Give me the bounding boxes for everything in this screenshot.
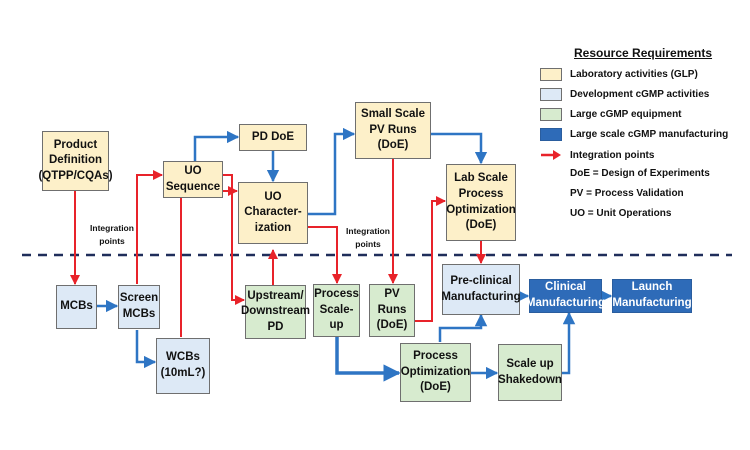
arrow-screen-to-uoseq: [136, 170, 163, 284]
node-small-scale-pv-runs: Small Scale PV Runs (DoE): [355, 102, 431, 159]
legend-item-laboratory: Laboratory activities (GLP): [540, 66, 698, 82]
legend-label-laboratory: Laboratory activities (GLP): [570, 68, 698, 80]
arrow-scaleup-to-optimization: [335, 337, 401, 382]
node-clinical-manufacturing: Clinical Manufacturing: [526, 279, 605, 313]
node-product-definition: Product Definition (QTPP/CQAs): [38, 131, 113, 191]
legend-def-doe: DoE = Design of Experiments: [570, 168, 710, 179]
red-arrow-icon: [541, 150, 561, 160]
legend-title: Resource Requirements: [574, 46, 713, 60]
arrow-uoseq-to-updown: [222, 174, 245, 305]
node-pv-runs: PV Runs (DoE): [369, 284, 415, 337]
legend-def-pv: PV = Process Validation: [570, 188, 684, 199]
arrow-screen-to-wcbs: [135, 330, 157, 369]
node-pd-doe: PD DoE: [239, 124, 307, 151]
arrow-wcbs-to-uochar: [180, 186, 238, 337]
integration-points-note-left: Integration points: [90, 223, 134, 246]
legend-item-manufacturing: Large scale cGMP manufacturing: [540, 126, 728, 142]
legend-item-development: Development cGMP activities: [540, 86, 709, 102]
legend-swatch-equipment: [540, 107, 562, 121]
node-uo-characterization: UO Character- ization: [238, 182, 308, 244]
node-process-scaleup: Process Scale-up: [313, 284, 360, 337]
arrow-smallscale-to-labscale: [431, 132, 488, 165]
arrow-pvruns-to-labscale: [414, 196, 446, 322]
node-launch-manufacturing: Launch Manufacturing: [612, 279, 692, 313]
node-screen-mcbs: Screen MCBs: [118, 285, 160, 329]
node-wcbs: WCBs (10mL?): [156, 338, 210, 394]
node-process-optimization: Process Optimization (DoE): [400, 343, 471, 402]
integration-points-note-mid: Integration points: [346, 226, 390, 249]
legend-item-integration: Integration points: [540, 147, 654, 163]
arrow-uochar-to-scaleup: [307, 226, 342, 284]
legend-label-manufacturing: Large scale cGMP manufacturing: [570, 128, 729, 140]
node-preclinical-manufacturing: Pre-clinical Manufacturing: [441, 264, 521, 315]
legend-def-uo: UO = Unit Operations: [570, 208, 672, 219]
arrow-uochar-to-smallscale: [307, 127, 356, 216]
arrow-uoseq-to-pddoe: [193, 130, 240, 162]
node-scaleup-shakedown: Scale up Shakedown: [498, 344, 562, 401]
arrow-shakedown-to-clinical: [562, 311, 576, 375]
legend-swatch-laboratory: [540, 67, 562, 81]
blue-connectors: [97, 127, 613, 382]
legend-label-equipment: Large cGMP equipment: [570, 108, 682, 120]
legend-swatch-development: [540, 87, 562, 101]
node-uo-sequence: UO Sequence: [163, 161, 223, 198]
arrow-optimization-to-preclinical: [438, 313, 488, 342]
node-upstream-downstream-pd: Upstream/ Downstream PD: [241, 285, 310, 339]
legend-label-integration: Integration points: [570, 149, 655, 161]
legend-swatch-manufacturing: [540, 127, 562, 141]
node-lab-scale-optimization: Lab Scale Process Optimization (DoE): [446, 164, 516, 241]
legend-label-development: Development cGMP activities: [570, 88, 710, 100]
node-mcbs: MCBs: [56, 285, 97, 329]
legend-item-equipment: Large cGMP equipment: [540, 106, 682, 122]
